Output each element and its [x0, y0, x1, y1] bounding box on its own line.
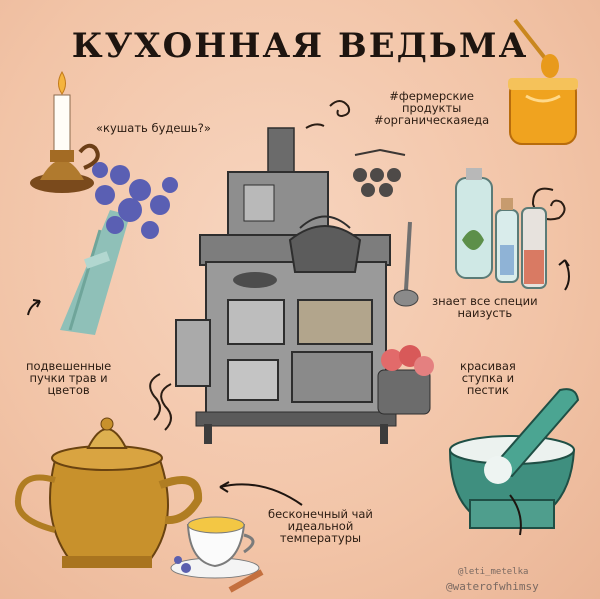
tea-cup-icon [170, 516, 264, 593]
teapot-icon [14, 417, 203, 568]
stove-icon [175, 127, 397, 444]
candle-icon [30, 71, 100, 193]
spices-caption: знает все специи наизусть [432, 294, 538, 320]
hashtags-caption: #фермерские продукты #органическаяеда [374, 89, 490, 127]
author-credit: @leti_metelka [458, 567, 529, 577]
fruit-basket-icon [377, 345, 434, 415]
candle-caption: «кушать будешь?» [96, 121, 211, 135]
spice-bottles-icon [455, 168, 547, 289]
ladle-icon [393, 221, 419, 307]
mortar-caption: красивая ступка и пестик [460, 359, 516, 397]
brand-credit: @waterofwhimsy [446, 580, 539, 593]
herbs-caption: подвешенные пучки трав и цветов [26, 359, 112, 397]
mortar-pestle-icon [448, 388, 580, 530]
pointer-arrows [27, 259, 570, 536]
swirl-icon [149, 100, 566, 431]
pot-hooks-icon [353, 148, 406, 197]
page-title: КУХОННАЯ ВЕДЬМА [71, 26, 529, 66]
honey-jar-icon [508, 18, 578, 145]
tea-caption: бесконечный чай идеальной температуры [268, 507, 373, 545]
lavender-bundle-icon [60, 162, 178, 335]
